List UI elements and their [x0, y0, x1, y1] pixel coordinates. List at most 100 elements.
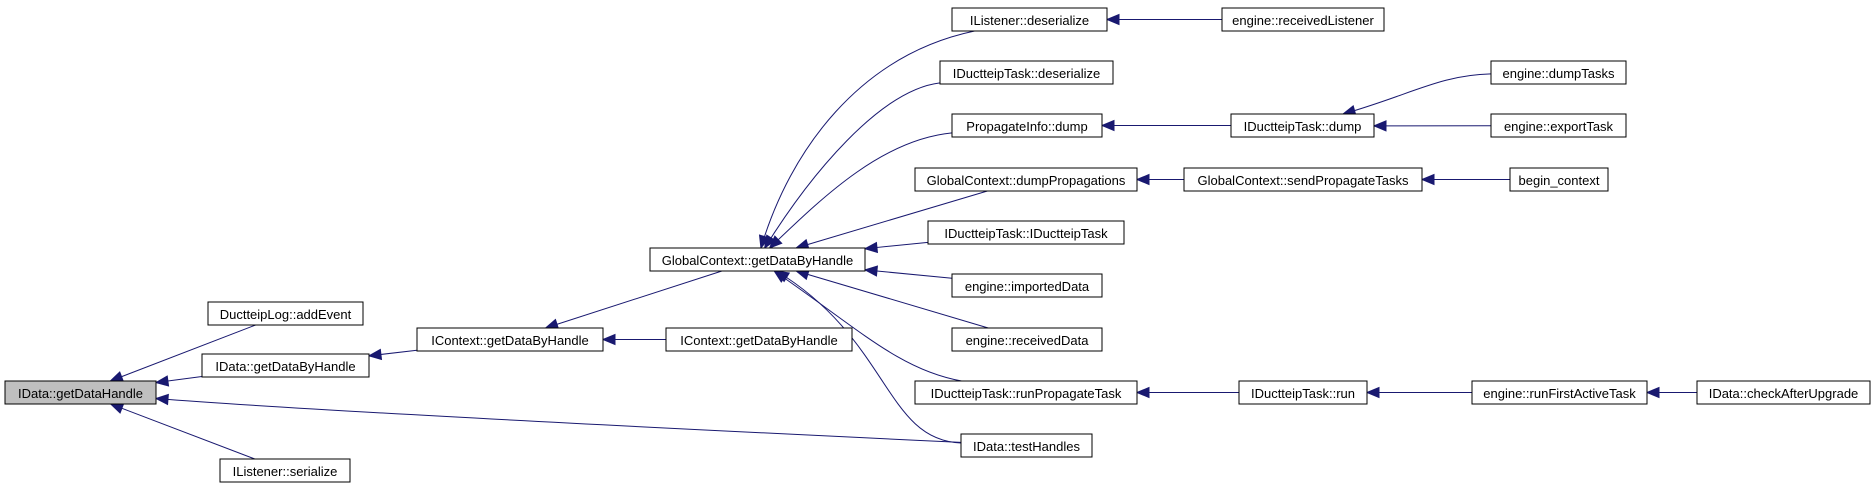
- node-box-ilistener-ser[interactable]: [219, 458, 351, 483]
- node-box-idt-runprop[interactable]: [914, 380, 1138, 405]
- node-box-gc-sendprop[interactable]: [1183, 167, 1423, 192]
- node-box-idata-checkupg[interactable]: [1696, 380, 1871, 405]
- node-gc-sendprop[interactable]: GlobalContext::sendPropagateTasks: [1183, 167, 1423, 192]
- edge-idata-testh-to-idata-gdh: [155, 398, 962, 443]
- edge-dlog-addevent-to-idata-gdh-arrowhead: [109, 371, 125, 382]
- nodes-layer: IData::getDataHandle DuctteipLog::addEven…: [4, 7, 1871, 483]
- node-eng-imported[interactable]: engine::importedData: [951, 273, 1103, 298]
- node-label-eng-received[interactable]: engine::receivedData: [966, 333, 1090, 348]
- node-label-idt-run[interactable]: IDuctteipTask::run: [1251, 386, 1355, 401]
- node-box-eng-runfirst[interactable]: [1471, 380, 1648, 405]
- node-box-eng-imported[interactable]: [951, 273, 1103, 298]
- node-label-idata-gdbh[interactable]: IData::getDataByHandle: [215, 359, 355, 374]
- node-box-idata-gdbh[interactable]: [201, 353, 370, 378]
- node-gc-gdbh[interactable]: GlobalContext::getDataByHandle: [649, 247, 866, 272]
- node-eng-reclistener[interactable]: engine::receivedListener: [1221, 7, 1385, 32]
- edge-gc-sendprop-to-gc-dumpprop-arrowhead: [1135, 173, 1150, 186]
- node-label-idata-gdh[interactable]: IData::getDataHandle: [18, 386, 143, 401]
- edge-idata-testh-to-idata-gdh-arrowhead: [154, 393, 169, 406]
- edge-idt-des-to-gc-gdbh: [764, 82, 941, 249]
- node-dlog-addevent[interactable]: DuctteipLog::addEvent: [207, 301, 364, 326]
- node-label-idt-runprop[interactable]: IDuctteipTask::runPropagateTask: [931, 386, 1122, 401]
- edge-icontext-gdbh2-to-icontext-gdbh1-arrowhead: [601, 333, 616, 346]
- node-label-ilistener-ser[interactable]: IListener::serialize: [233, 464, 338, 479]
- node-box-idata-gdh[interactable]: [4, 380, 157, 405]
- node-label-dlog-addevent[interactable]: DuctteipLog::addEvent: [220, 307, 352, 322]
- node-box-dlog-addevent[interactable]: [207, 301, 364, 326]
- edge-ilistener-ser-to-idata-gdh: [110, 403, 256, 460]
- node-label-icontext-gdbh1[interactable]: IContext::getDataByHandle: [431, 333, 589, 348]
- edge-eng-imported-to-gc-gdbh-arrowhead: [863, 265, 878, 277]
- node-label-pi-dump[interactable]: PropagateInfo::dump: [966, 119, 1087, 134]
- node-box-ilistener-des[interactable]: [951, 7, 1108, 32]
- node-eng-runfirst[interactable]: engine::runFirstActiveTask: [1471, 380, 1648, 405]
- node-label-gc-sendprop[interactable]: GlobalContext::sendPropagateTasks: [1197, 173, 1409, 188]
- node-box-idt-run[interactable]: [1238, 380, 1368, 405]
- node-box-eng-reclistener[interactable]: [1221, 7, 1385, 32]
- node-eng-received[interactable]: engine::receivedData: [951, 327, 1103, 352]
- edge-idt-runprop-to-gc-gdbh: [773, 270, 962, 382]
- edge-ilistener-des-to-gc-gdbh: [760, 30, 975, 249]
- node-box-idt-dump[interactable]: [1230, 113, 1375, 138]
- node-idata-gdbh[interactable]: IData::getDataByHandle: [201, 353, 370, 378]
- node-label-idt-dump[interactable]: IDuctteipTask::dump: [1244, 119, 1362, 134]
- node-label-ilistener-des[interactable]: IListener::deserialize: [970, 13, 1089, 28]
- node-box-eng-dumptasks[interactable]: [1490, 60, 1627, 85]
- node-label-gc-gdbh[interactable]: GlobalContext::getDataByHandle: [662, 253, 854, 268]
- node-box-gc-dumpprop[interactable]: [914, 167, 1138, 192]
- edge-idt-ctor-to-gc-gdbh-arrowhead: [863, 241, 879, 254]
- node-box-idt-ctor[interactable]: [927, 220, 1125, 245]
- node-box-idt-des[interactable]: [939, 60, 1114, 85]
- node-label-idt-ctor[interactable]: IDuctteipTask::IDuctteipTask: [944, 226, 1108, 241]
- node-box-pi-dump[interactable]: [951, 113, 1103, 138]
- node-box-eng-exporttask[interactable]: [1490, 113, 1627, 138]
- edge-eng-imported-to-gc-gdbh: [864, 269, 953, 279]
- node-ilistener-des[interactable]: IListener::deserialize: [951, 7, 1108, 32]
- node-idata-testh[interactable]: IData::testHandles: [960, 433, 1093, 458]
- edge-idata-testh-to-gc-gdbh-arrowhead: [775, 270, 791, 283]
- node-gc-dumpprop[interactable]: GlobalContext::dumpPropagations: [914, 167, 1138, 192]
- node-idt-runprop[interactable]: IDuctteipTask::runPropagateTask: [914, 380, 1138, 405]
- node-label-eng-reclistener[interactable]: engine::receivedListener: [1232, 13, 1374, 28]
- node-box-eng-received[interactable]: [951, 327, 1103, 352]
- edge-dlog-addevent-to-idata-gdh: [110, 324, 256, 382]
- node-label-icontext-gdbh2[interactable]: IContext::getDataByHandle: [680, 333, 838, 348]
- node-idt-des[interactable]: IDuctteipTask::deserialize: [939, 60, 1114, 85]
- node-ilistener-ser[interactable]: IListener::serialize: [219, 458, 351, 483]
- node-label-gc-dumpprop[interactable]: GlobalContext::dumpPropagations: [927, 173, 1126, 188]
- node-box-icontext-gdbh1[interactable]: [416, 327, 604, 352]
- edge-icontext-gdbh1-to-idata-gdbh-arrowhead: [367, 348, 383, 361]
- node-idt-ctor[interactable]: IDuctteipTask::IDuctteipTask: [927, 220, 1125, 245]
- edge-gc-dumpprop-to-gc-gdbh: [795, 190, 988, 249]
- node-label-begin-context[interactable]: begin_context: [1519, 173, 1600, 188]
- edge-idata-checkupg-to-eng-runfirst-arrowhead: [1645, 386, 1660, 399]
- node-icontext-gdbh2[interactable]: IContext::getDataByHandle: [665, 327, 853, 352]
- node-box-idata-testh[interactable]: [960, 433, 1093, 458]
- node-label-idata-checkupg[interactable]: IData::checkAfterUpgrade: [1709, 386, 1859, 401]
- node-label-idata-testh[interactable]: IData::testHandles: [973, 439, 1080, 454]
- edge-eng-reclistener-to-ilistener-des-arrowhead: [1105, 13, 1120, 26]
- node-idt-dump[interactable]: IDuctteipTask::dump: [1230, 113, 1375, 138]
- node-label-eng-dumptasks[interactable]: engine::dumpTasks: [1502, 66, 1615, 81]
- edge-ilistener-ser-to-idata-gdh-arrowhead: [109, 403, 125, 414]
- node-eng-exporttask[interactable]: engine::exportTask: [1490, 113, 1627, 138]
- node-box-icontext-gdbh2[interactable]: [665, 327, 853, 352]
- node-label-idt-des[interactable]: IDuctteipTask::deserialize: [953, 66, 1100, 81]
- edge-idata-testh-to-gc-gdbh: [776, 270, 962, 444]
- node-pi-dump[interactable]: PropagateInfo::dump: [951, 113, 1103, 138]
- node-eng-dumptasks[interactable]: engine::dumpTasks: [1490, 60, 1627, 85]
- node-idata-checkupg[interactable]: IData::checkAfterUpgrade: [1696, 380, 1871, 405]
- node-box-gc-gdbh[interactable]: [649, 247, 866, 272]
- node-label-eng-exporttask[interactable]: engine::exportTask: [1504, 119, 1614, 134]
- node-box-begin-context[interactable]: [1509, 167, 1609, 192]
- node-idt-run[interactable]: IDuctteipTask::run: [1238, 380, 1368, 405]
- node-label-eng-imported[interactable]: engine::importedData: [965, 279, 1090, 294]
- edge-idt-run-to-idt-runprop-arrowhead: [1135, 386, 1150, 399]
- node-icontext-gdbh1[interactable]: IContext::getDataByHandle: [416, 327, 604, 352]
- edge-idt-des-to-gc-gdbh-arrowhead: [763, 234, 777, 250]
- node-begin-context[interactable]: begin_context: [1509, 167, 1609, 192]
- edge-eng-dumptasks-to-idt-dump: [1342, 73, 1492, 115]
- node-label-eng-runfirst[interactable]: engine::runFirstActiveTask: [1483, 386, 1636, 401]
- node-idata-gdh[interactable]: IData::getDataHandle: [4, 380, 157, 405]
